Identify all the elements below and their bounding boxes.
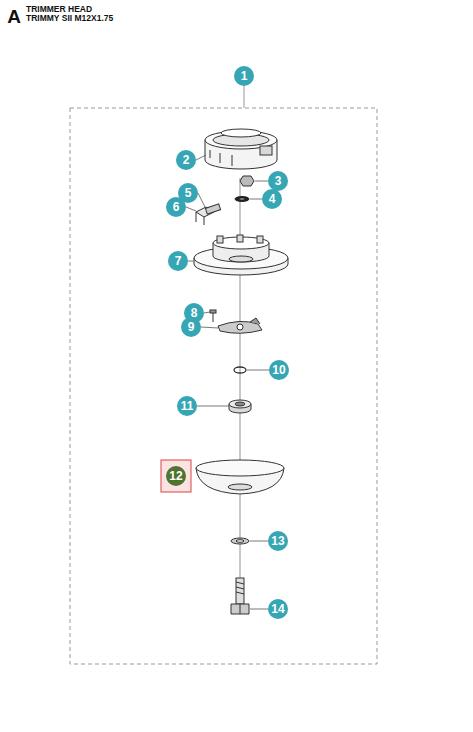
clip bbox=[218, 318, 262, 333]
spring-ring bbox=[234, 367, 246, 373]
callout-number: 5 bbox=[185, 187, 192, 199]
bolt bbox=[231, 578, 249, 614]
spool bbox=[194, 235, 288, 275]
callout-number: 12 bbox=[169, 470, 182, 482]
callout-number: 4 bbox=[269, 193, 276, 205]
section-letter: A bbox=[7, 7, 21, 26]
callout-number: 2 bbox=[183, 154, 190, 166]
callout-number: 1 bbox=[241, 70, 248, 82]
callout-number: 9 bbox=[188, 321, 195, 333]
eyelet bbox=[196, 204, 221, 225]
callout-number: 7 bbox=[175, 255, 182, 267]
leader-line bbox=[244, 86, 245, 108]
assembly-frame bbox=[70, 108, 377, 664]
housing bbox=[205, 129, 277, 169]
highlight-box bbox=[161, 460, 191, 492]
bearing bbox=[229, 400, 251, 413]
screw bbox=[210, 310, 216, 322]
callout-circles bbox=[166, 66, 289, 619]
callout-number: 14 bbox=[271, 603, 284, 615]
callout-number: 6 bbox=[173, 201, 180, 213]
nut bbox=[240, 176, 254, 186]
diagram-title: TRIMMER HEAD TRIMMY SII M12X1.75 bbox=[26, 5, 122, 23]
callout-number: 11 bbox=[181, 400, 194, 412]
callout-number: 3 bbox=[275, 175, 282, 187]
leader-lines bbox=[186, 155, 269, 609]
washer bbox=[231, 538, 249, 544]
callout-number: 10 bbox=[272, 364, 285, 376]
callout-number: 13 bbox=[271, 535, 284, 547]
callout-circle bbox=[166, 466, 186, 486]
cap bbox=[196, 460, 284, 494]
callout-number: 8 bbox=[191, 307, 198, 319]
washer bbox=[235, 197, 249, 202]
